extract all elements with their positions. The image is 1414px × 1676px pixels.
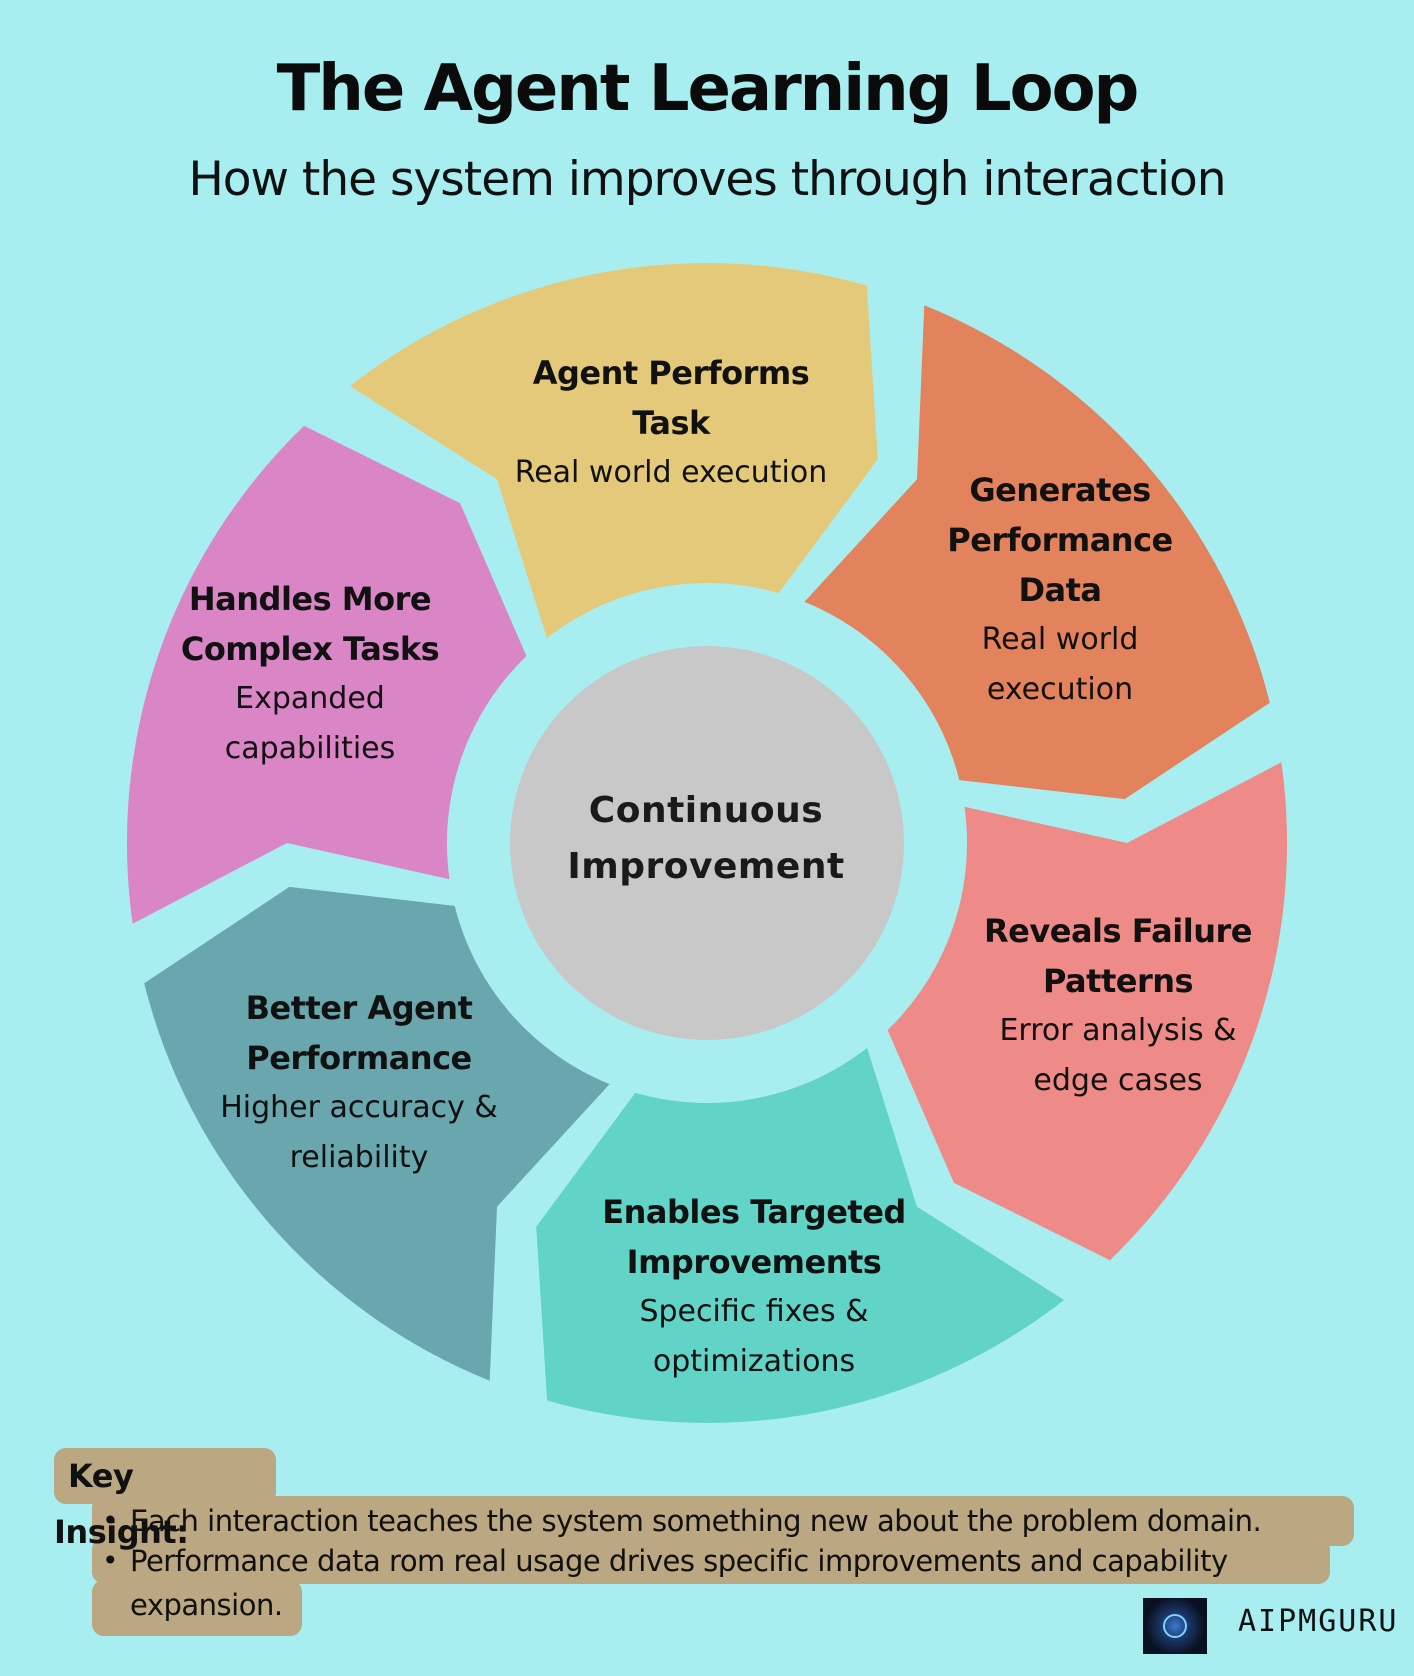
insight-text: expansion. (130, 1588, 283, 1622)
brand-name: AIPMGURU (1238, 1604, 1399, 1639)
segment-generates-performance-data (804, 305, 1270, 800)
segment-description: capabilities (224, 731, 396, 766)
brain-galaxy-icon (1143, 1598, 1207, 1654)
segment-heading: Improvements (626, 1243, 882, 1281)
segment-description: Real world (981, 622, 1139, 657)
segment-heading: Better Agent (245, 989, 473, 1027)
segment-heading: Performance (947, 521, 1173, 559)
segment-heading: Patterns (1042, 962, 1194, 1000)
segment-heading: Enables Targeted (602, 1193, 906, 1231)
insight-bullet-2-continued: expansion. (92, 1580, 302, 1636)
segment-description: Higher accuracy & (220, 1090, 498, 1125)
center-line: Continuous (588, 790, 824, 831)
segment-description: execution (986, 672, 1134, 707)
insight-title: Key Insight: (54, 1448, 276, 1551)
segment-heading: Complex Tasks (180, 630, 440, 668)
segment-description: edge cases (1033, 1063, 1203, 1098)
segment-heading: Agent Performs (532, 354, 810, 392)
segment-enables-targeted-improvements (536, 1047, 1065, 1423)
segment-heading: Task (632, 404, 710, 442)
segment-label-generates-performance-data: Generates Performance Data Real world ex… (900, 465, 1220, 715)
segment-heading: Handles More (188, 580, 432, 618)
center-circle (510, 646, 904, 1040)
segment-label-agent-performs-task: Agent Performs Task Real world execution (511, 348, 831, 498)
page-subtitle: How the system improves through interact… (188, 152, 1226, 207)
segment-description: optimizations (652, 1344, 856, 1379)
segment-description: reliability (289, 1140, 429, 1175)
segment-label-handles-more-complex-tasks: Handles More Complex Tasks Expanded capa… (150, 574, 470, 774)
insight-bullet-1: • Each interaction teaches the system so… (92, 1496, 1354, 1546)
segment-handles-more-complex-tasks (126, 425, 527, 924)
segment-description: Expanded (235, 681, 385, 716)
segment-heading: Reveals Failure (984, 912, 1252, 950)
segment-label-enables-targeted-improvements: Enables Targeted Improvements Specific f… (594, 1187, 914, 1387)
segment-description: Real world execution (514, 455, 828, 490)
segment-description: Error analysis & (999, 1013, 1237, 1048)
segment-label-reveals-failure-patterns: Reveals Failure Patterns Error analysis … (958, 906, 1278, 1106)
center-line: Improvement (567, 846, 845, 887)
bullet-dot-icon: • (102, 1496, 119, 1546)
insight-text: Each interaction teaches the system some… (130, 1504, 1262, 1538)
insight-text: Performance data rom real usage drives s… (130, 1544, 1228, 1578)
center-label: Continuous Improvement (506, 783, 906, 895)
insight-bullet-2: • Performance data rom real usage drives… (92, 1538, 1330, 1584)
segment-reveals-failure-patterns (887, 762, 1288, 1261)
segment-label-better-agent-performance: Better Agent Performance Higher accuracy… (199, 983, 519, 1183)
page-title: The Agent Learning Loop (276, 52, 1140, 126)
segment-description: Specific fixes & (639, 1294, 869, 1329)
bullet-dot-icon: • (102, 1544, 119, 1577)
segment-agent-performs-task (349, 263, 878, 639)
segment-heading: Data (1018, 571, 1102, 609)
segment-heading: Generates (969, 471, 1151, 509)
segment-better-agent-performance (144, 886, 610, 1381)
segment-heading: Performance (246, 1039, 472, 1077)
